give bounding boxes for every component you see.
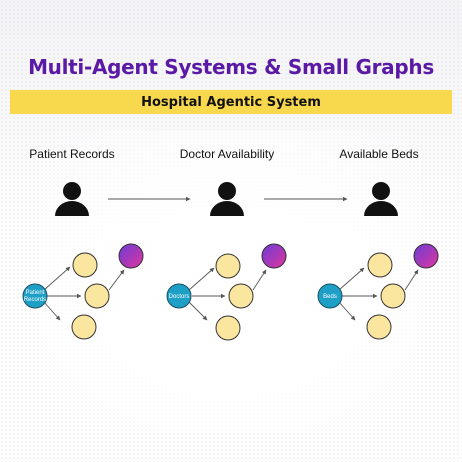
graph-node bbox=[72, 252, 98, 278]
small-graph-doctors: Doctors bbox=[166, 243, 287, 341]
person-icon-patient-records bbox=[55, 182, 89, 216]
purple-node bbox=[413, 243, 439, 269]
small-graph-beds: Beds bbox=[317, 243, 439, 340]
subtitle-text: Hospital Agentic System bbox=[141, 94, 321, 110]
agent-label-doctor-availability: Doctor Availability bbox=[179, 147, 275, 161]
source-node-patient-records bbox=[22, 283, 48, 309]
source-node-beds bbox=[317, 283, 343, 309]
graph-node bbox=[215, 253, 241, 279]
page-title: Multi-Agent Systems & Small Graphs bbox=[28, 55, 434, 79]
source-node-label-line-1: Patient bbox=[26, 290, 45, 296]
subtitle-banner: Hospital Agentic System bbox=[10, 90, 452, 114]
graph-node bbox=[367, 252, 393, 278]
purple-node bbox=[118, 243, 144, 269]
agent-label-patient-records: Patient Records bbox=[29, 147, 115, 161]
graph-node bbox=[380, 283, 406, 309]
source-node-label: Beds bbox=[323, 294, 337, 300]
small-graph-patient-records: Patient Records bbox=[22, 243, 144, 340]
source-node-doctors bbox=[166, 283, 192, 309]
graph-node bbox=[228, 283, 254, 309]
person-icon-available-beds bbox=[364, 182, 398, 216]
purple-node bbox=[261, 243, 287, 269]
source-node-label-line-2: Records bbox=[24, 297, 46, 303]
source-node-label: Doctors bbox=[169, 294, 190, 300]
person-icon-doctor-availability bbox=[210, 182, 244, 216]
graph-node bbox=[215, 315, 241, 341]
graph-node bbox=[366, 314, 392, 340]
graph-node bbox=[84, 283, 110, 309]
agent-label-available-beds: Available Beds bbox=[339, 147, 419, 161]
graph-node bbox=[71, 314, 97, 340]
